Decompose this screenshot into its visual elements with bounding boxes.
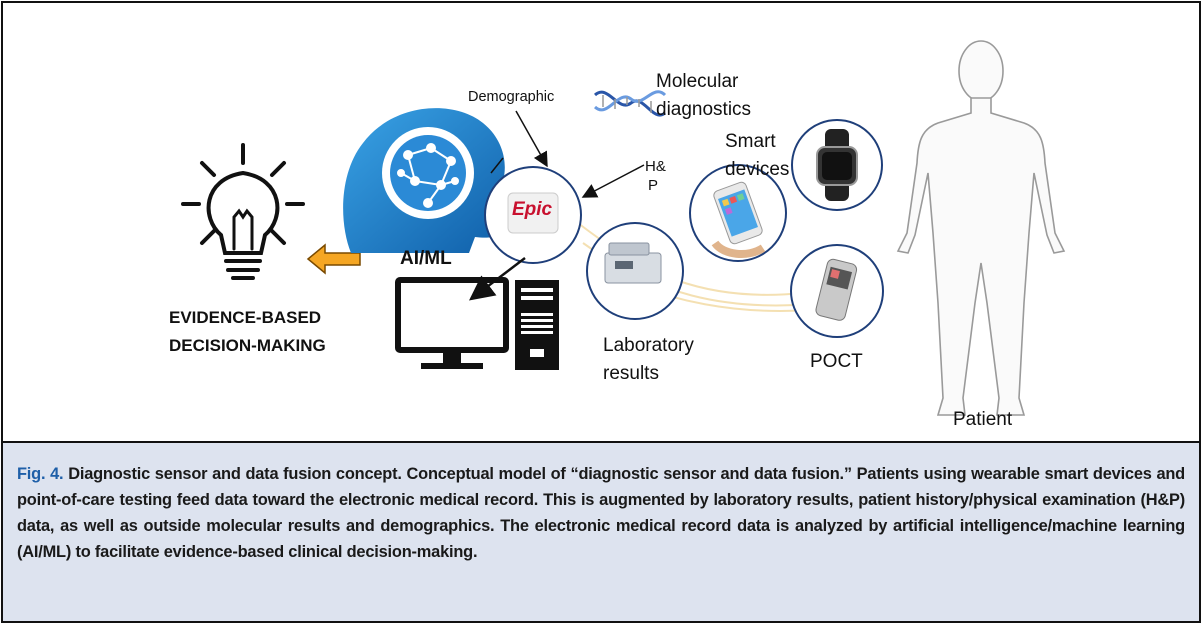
caption-text: Diagnostic sensor and data fusion concep…: [17, 465, 1185, 561]
laboratory-label: Laboratory: [603, 335, 694, 356]
demographic-arrow: [515, 110, 548, 168]
aiml-label: AI/ML: [400, 248, 452, 269]
dna-helix-icon: [593, 90, 667, 117]
lab-analyzer-icon: [604, 242, 662, 284]
connector-line: [490, 157, 504, 174]
patient-label: Patient: [953, 409, 1013, 430]
poct-device-icon: [815, 258, 858, 321]
poct-label: POCT: [810, 351, 863, 372]
left-arrow-icon: [306, 243, 361, 275]
smart-label: Smart: [725, 131, 776, 152]
hp-arrow: [581, 164, 645, 198]
hp-label-line2: P: [648, 177, 659, 194]
evidence-label-line2: DECISION-MAKING: [169, 336, 326, 355]
figure-caption: Fig. 4. Diagnostic sensor and data fusio…: [3, 441, 1199, 621]
smartphone-icon: [713, 181, 763, 245]
epic-to-computer-arrow: [469, 257, 526, 301]
evidence-label-line1: EVIDENCE-BASED: [169, 308, 322, 327]
epic-logo-text: Epic: [512, 199, 553, 220]
hp-label-line1: H&: [645, 158, 666, 175]
computer-tower-icon: [515, 280, 559, 370]
figure-number: Fig. 4.: [17, 465, 64, 483]
ai-head-icon: [343, 108, 511, 253]
diagram-area: Demographic Molecular diagnostics Smart …: [3, 3, 1199, 441]
devices-label: devices: [725, 159, 790, 180]
diagnostics-label: diagnostics: [656, 99, 752, 120]
results-label: results: [603, 363, 659, 384]
computer-monitor-icon: [395, 277, 509, 369]
patient-silhouette: [896, 40, 1066, 416]
demographic-label: Demographic: [468, 89, 555, 105]
lightbulb-icon: [181, 143, 305, 280]
epic-logo: [507, 192, 559, 234]
molecular-label: Molecular: [656, 71, 739, 92]
diagram-canvas: [181, 40, 1066, 416]
smartwatch-icon: [816, 129, 858, 201]
